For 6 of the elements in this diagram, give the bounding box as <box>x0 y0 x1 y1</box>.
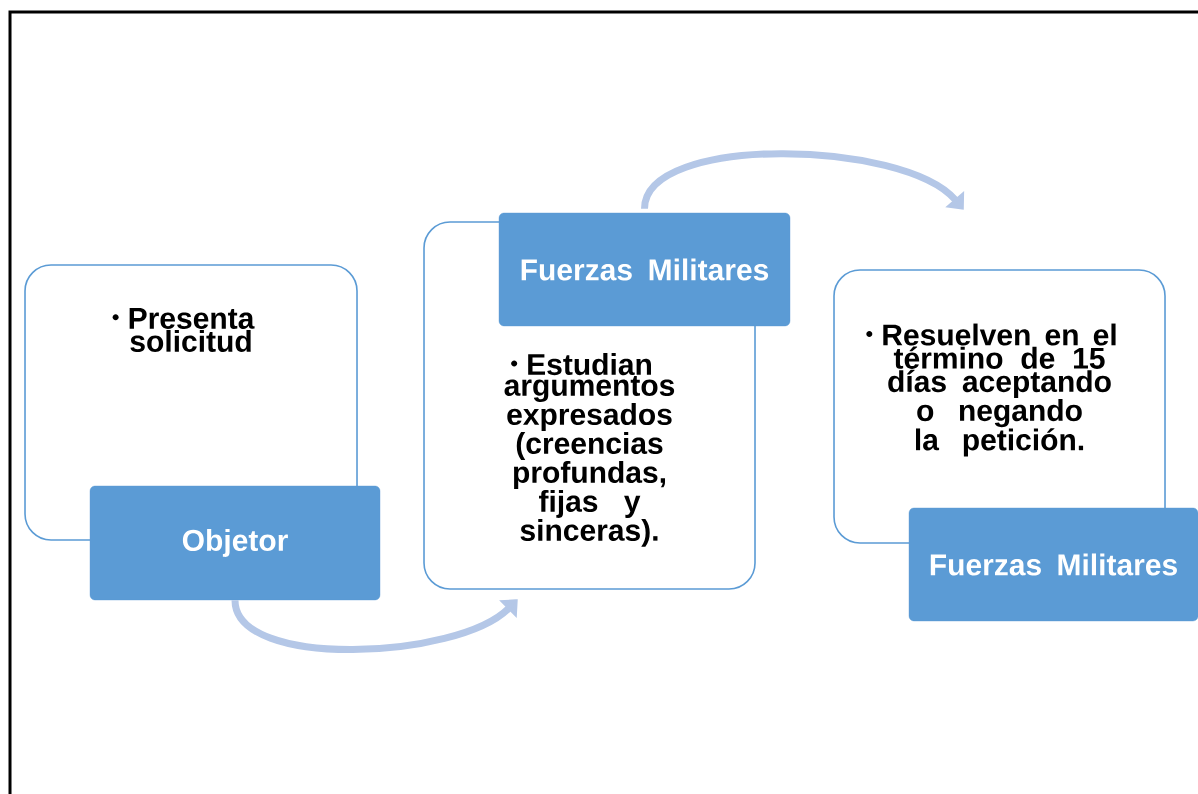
curved-arrow <box>641 150 965 210</box>
label-box: Fuerzas Militares <box>908 507 1198 622</box>
curved-arrow <box>231 599 518 654</box>
bullet-card: Resuelven en el término de 15 días aceptando o negando la petición. <box>833 269 1166 544</box>
label-box: Fuerzas Militares <box>498 212 791 327</box>
label-box: Objetor <box>89 485 381 601</box>
